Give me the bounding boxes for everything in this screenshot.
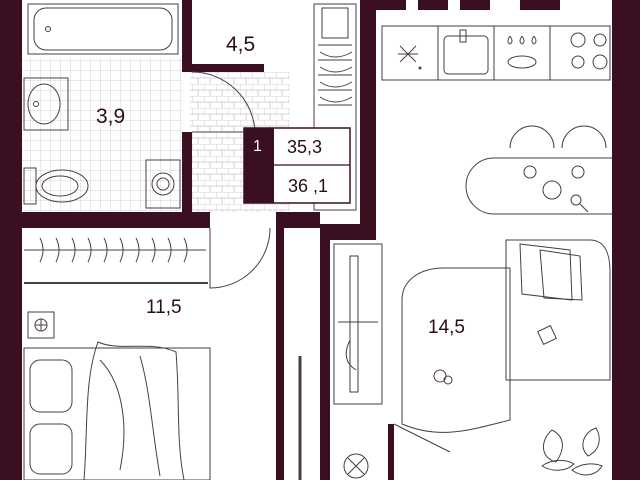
wall-window-3 — [460, 0, 490, 10]
kitchen-counter — [381, 25, 611, 81]
alt-area: 36 ,1 — [288, 176, 328, 196]
wall-window-4 — [520, 0, 560, 10]
room-area-bathroom: 3,9 — [96, 105, 125, 128]
unit-summary-card: 1 35,3 36 ,1 — [243, 127, 351, 204]
armchair-icon — [401, 267, 511, 433]
wall-window-1 — [376, 0, 406, 10]
wall-bedroom-right — [276, 228, 284, 480]
wall-left — [0, 0, 22, 480]
shoe-rack-icon — [313, 3, 357, 211]
total-area: 35,3 — [287, 137, 322, 157]
wall-living-left — [320, 224, 330, 480]
bathtub-icon — [27, 3, 179, 55]
wardrobe-rail-icon — [24, 237, 208, 284]
rooms-count-badge: 1 — [253, 138, 262, 155]
kitchen-sink-icon — [443, 29, 489, 75]
stove-icon — [570, 32, 608, 70]
washing-machine-icon — [145, 159, 181, 209]
tv-stand-icon — [333, 243, 383, 405]
wall-living-inner — [388, 424, 394, 480]
dining-table-icon — [465, 125, 612, 215]
wall-living-top — [320, 224, 376, 240]
dishwasher-icon — [507, 35, 537, 69]
wall-kitchen-left — [360, 0, 376, 225]
sofa-icon — [505, 239, 611, 381]
wall-window-2 — [418, 0, 448, 10]
toy-icon — [433, 369, 453, 385]
fridge-icon — [398, 45, 422, 70]
room-area-living-kitchen: 14,5 — [428, 317, 465, 338]
room-area-hallway: 4,5 — [226, 33, 255, 56]
wall-bath-hall-upper — [182, 0, 192, 72]
wall-right — [612, 0, 640, 480]
wall-hall-top — [190, 64, 264, 72]
wall-hall-bottom — [276, 212, 320, 228]
room-area-bedroom: 11,5 — [146, 297, 182, 318]
plant-icon — [541, 427, 603, 476]
door-arc-icon — [191, 71, 451, 453]
wall-bedroom-top — [0, 212, 210, 228]
dial-icon — [343, 453, 369, 479]
bathroom-floor-tiles — [22, 58, 182, 211]
wall-bath-hall-lower — [182, 132, 192, 214]
bed-icon — [23, 341, 211, 480]
toilet-icon — [23, 167, 89, 205]
sink-icon — [23, 77, 69, 131]
nightstand-icon — [27, 311, 55, 339]
